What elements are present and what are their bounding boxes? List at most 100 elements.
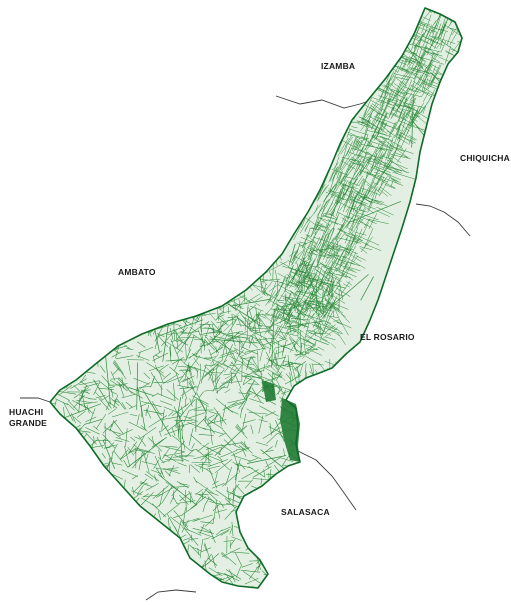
parcel-boundary [398,128,404,140]
parcel-boundary [327,227,334,236]
parcel-boundary [277,275,286,297]
parcel-boundary [305,330,318,344]
parcel-boundary [403,104,419,112]
parcel-boundary [86,347,99,353]
parcel-boundary [53,370,65,376]
parcel-boundary [322,305,338,310]
parcel-boundary [448,10,462,19]
parcel-boundary [118,377,130,390]
parcel-boundary [383,153,395,172]
parcel-boundary [115,355,134,360]
parcel-boundary [374,192,378,200]
parcel-boundary [222,75,261,122]
parcel-boundary [58,342,61,354]
parcel-boundary [246,304,257,314]
parcel-boundary [368,219,389,225]
parcel-boundary [132,565,142,572]
parcel-boundary [229,351,237,364]
parcel-boundary [289,372,292,387]
parcel-boundary [50,426,52,440]
parcel-boundary [305,234,312,237]
parcel-boundary [214,425,248,456]
parcel-boundary [65,522,70,530]
parcel-boundary [52,528,60,534]
parcel-boundary [301,216,307,228]
parcel-boundary [355,175,363,187]
parcel-boundary [327,185,336,197]
parcel-boundary [104,351,111,405]
parcel-boundary [206,419,227,425]
parcel-boundary [109,483,119,488]
parcel-boundary [329,273,334,289]
parcel-boundary [267,240,275,248]
parcel-boundary [209,295,225,298]
parcel-boundary [196,312,216,317]
parcel-boundary [372,127,376,139]
parcel-boundary [363,228,374,249]
parcel-boundary [60,517,76,524]
parcel-boundary [91,561,101,566]
parcel-boundary [77,453,93,465]
parcel-boundary [231,290,235,297]
parcel-boundary [393,41,400,53]
parcel-boundary [116,334,124,336]
parcel-boundary [125,428,128,447]
parcel-boundary [127,561,142,570]
parcel-boundary [167,419,183,431]
parcel-boundary [290,581,294,588]
parcel-boundary [258,514,260,528]
parcel-boundary [215,529,223,536]
parcel-boundary [100,340,104,348]
parcel-boundary [398,47,402,55]
parcel-boundary [103,438,111,442]
parcel-boundary [295,392,305,404]
parcel-boundary [295,561,308,578]
parcel-boundary [408,134,417,141]
parcel-boundary [197,329,205,344]
parcel-boundary [338,280,343,300]
parcel-boundary [344,231,356,237]
parcel-boundary [69,482,83,490]
parcel-boundary [340,255,347,259]
parcel-boundary [268,282,277,303]
parcel-boundary [367,152,386,165]
parcel-boundary [65,428,69,444]
parcel-boundary [162,447,170,460]
parcel-boundary [391,178,399,183]
parcel-boundary [311,227,324,232]
parcel-boundary [132,486,135,495]
parcel-boundary [348,160,360,166]
parcel-boundary [338,260,343,271]
parcel-boundary [108,533,122,543]
parcel-boundary [227,317,238,335]
parcel-boundary [321,184,329,195]
parcel-boundary [222,472,239,487]
parcel-boundary [418,66,427,86]
neighbor-boundary-lines [20,95,471,601]
parcel-boundary [280,389,286,403]
parcel-boundary [431,11,443,34]
parcel-boundary [315,236,323,252]
parcel-boundary [431,52,443,57]
parcel-boundary [224,375,232,380]
parcel-boundary [133,573,144,576]
parcel-boundary [331,289,333,298]
parcel-boundary [93,381,101,395]
parcel-boundary [220,444,233,452]
parcel-boundary [392,106,406,116]
parcel-boundary [92,556,100,564]
parcel-boundary [64,501,82,508]
parcel-boundary [172,311,179,315]
parcel-boundary [351,126,358,129]
parcel-boundary [58,385,72,396]
parcel-boundary [287,534,303,548]
parcel-boundary [428,65,436,85]
parcel-boundary [183,586,192,588]
parcel-boundary [50,473,53,483]
parcel-boundary [235,448,246,451]
parcel-boundary [195,155,235,170]
parcel-boundary [389,89,408,101]
parcel-boundary [236,316,253,332]
parcel-boundary [313,183,326,203]
parcel-boundary [443,8,448,14]
